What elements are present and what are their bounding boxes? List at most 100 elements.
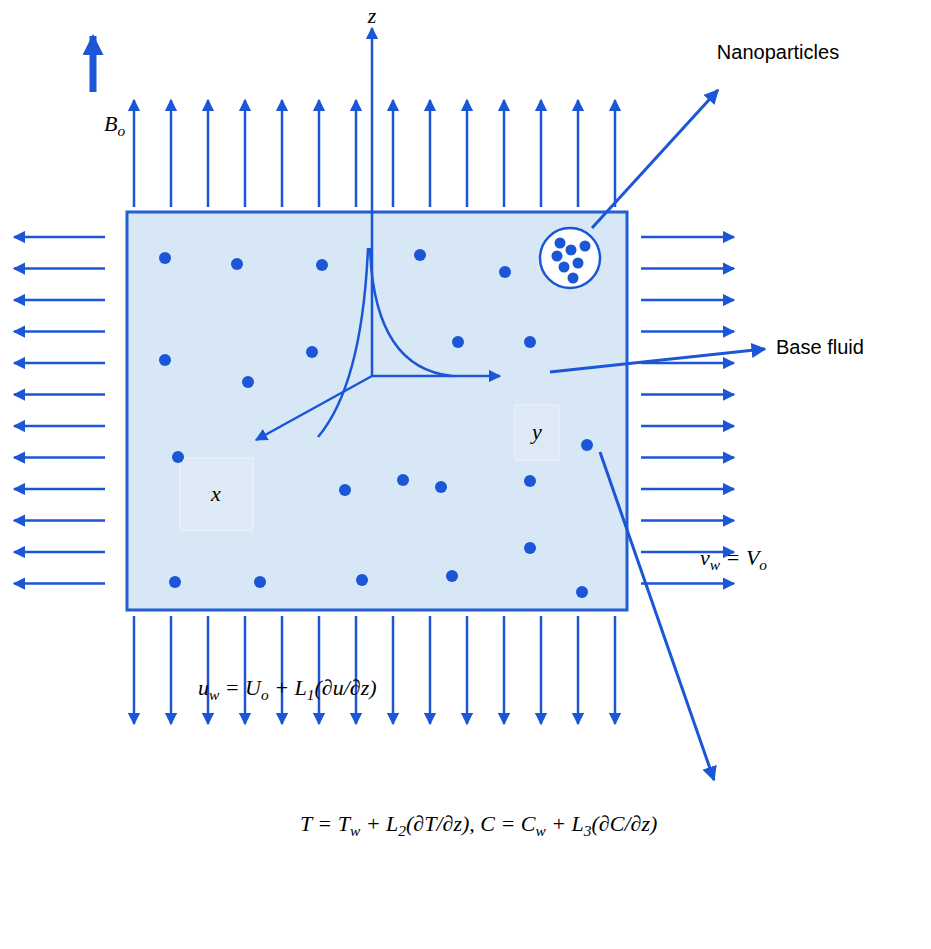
stretching-arrow (14, 299, 105, 302)
stretching-arrow (614, 616, 617, 724)
z-axis (371, 28, 374, 376)
stretching-arrow (355, 100, 358, 207)
boundary-condition: uw = Uo + L1(∂u/∂z) (198, 675, 377, 704)
nanoparticle (172, 451, 184, 463)
nanoparticle (452, 336, 464, 348)
cluster-dots (552, 238, 591, 284)
stretching-arrow (14, 488, 105, 491)
part-label: Nanoparticles (717, 40, 839, 64)
text-run: v (700, 545, 710, 570)
stretching-arrow (614, 100, 617, 207)
subscript: o (117, 122, 125, 139)
subscript: o (261, 686, 269, 703)
nanoparticle (581, 439, 593, 451)
stretching-arrow (641, 267, 734, 270)
axis-label: y (532, 419, 542, 445)
stretching-arrow (355, 616, 358, 724)
stretching-arrow (14, 519, 105, 522)
leader-arrow (600, 452, 714, 780)
stretching-arrow (14, 425, 105, 428)
text-run: Nanoparticles (717, 41, 839, 63)
stretching-arrow (641, 582, 734, 585)
stretching-arrow (641, 425, 734, 428)
text-run: Base fluid (776, 336, 864, 358)
stretching-arrow (392, 100, 395, 207)
stretching-arrow (14, 362, 105, 365)
nanoparticle (316, 259, 328, 271)
leader-arrow (550, 349, 765, 372)
nanoparticle (306, 346, 318, 358)
stretching-arrow (14, 393, 105, 396)
nanoparticle (169, 576, 181, 588)
nanoparticle (339, 484, 351, 496)
stretching-arrow (641, 330, 734, 333)
stretching-arrow (318, 616, 321, 724)
nanoparticle (231, 258, 243, 270)
subscript: 3 (584, 822, 592, 839)
text-run: + L (269, 675, 307, 700)
field-label: Bo (104, 111, 125, 140)
stretching-arrow (540, 616, 543, 724)
subscript: 2 (398, 822, 406, 839)
text-run: + L (546, 811, 584, 836)
leader-arrow (592, 90, 718, 228)
text-run: B (104, 111, 117, 136)
nanoparticle (356, 574, 368, 586)
label-box (180, 458, 253, 530)
velocity-profile (370, 248, 452, 376)
stretching-arrow (503, 100, 506, 207)
nanoparticle (524, 475, 536, 487)
stretching-arrow (577, 100, 580, 207)
nanoparticle (446, 570, 458, 582)
stretching-arrow (466, 100, 469, 207)
stretching-arrow (429, 616, 432, 724)
subscript: w (710, 556, 720, 573)
velocity-profile (318, 248, 368, 437)
stretching-arrow (641, 299, 734, 302)
stretching-arrow (170, 616, 173, 724)
stretching-arrow (429, 100, 432, 207)
subscript: w (535, 822, 545, 839)
text-run: + L (360, 811, 398, 836)
text-run: (∂T/∂z), C = C (406, 811, 536, 836)
stretching-arrows (14, 100, 734, 724)
stretching-arrow (641, 519, 734, 522)
fluid-sheet (127, 212, 627, 610)
text-run: = U (219, 675, 261, 700)
stretching-arrow (281, 616, 284, 724)
text-run: (∂C/∂z) (592, 811, 658, 836)
text-run: (∂u/∂z) (315, 675, 377, 700)
nanoparticle (576, 586, 588, 598)
nanoparticle (159, 252, 171, 264)
nanoparticle (414, 249, 426, 261)
stretching-arrow (641, 393, 734, 396)
stretching-arrow (207, 616, 210, 724)
stretching-arrow (14, 236, 105, 239)
stretching-arrow (503, 616, 506, 724)
subscript: 1 (307, 686, 315, 703)
text-run: x (211, 481, 221, 506)
y-axis (372, 375, 500, 378)
text-run: = V (720, 545, 759, 570)
nanoparticle (242, 376, 254, 388)
stretching-arrow (133, 616, 136, 724)
boundary-condition: vw = Vo (700, 545, 767, 574)
stretching-arrow (14, 330, 105, 333)
stretching-arrow (14, 267, 105, 270)
axis-label: z (368, 3, 377, 29)
stretching-arrow (577, 616, 580, 724)
text-run: T = T (300, 811, 350, 836)
subscript: w (350, 822, 360, 839)
stretching-arrow (641, 488, 734, 491)
text-run: z (368, 3, 377, 28)
stretching-arrow (207, 100, 210, 207)
stretching-arrow (392, 616, 395, 724)
text-run: y (532, 419, 542, 444)
stretching-arrow (540, 100, 543, 207)
text-run: u (198, 675, 209, 700)
label-box (515, 405, 559, 460)
nanoparticle (524, 542, 536, 554)
part-label: Base fluid (776, 335, 864, 359)
nanoparticle (254, 576, 266, 588)
